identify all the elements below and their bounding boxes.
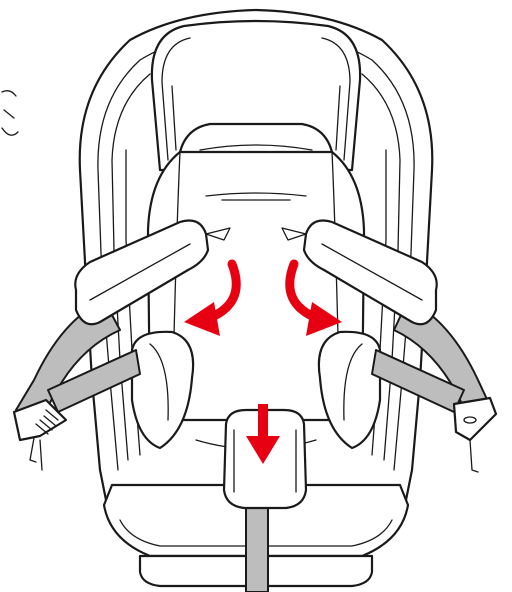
cropped-text-fragment: [2, 91, 18, 136]
right-belt-buckle: [454, 398, 496, 472]
